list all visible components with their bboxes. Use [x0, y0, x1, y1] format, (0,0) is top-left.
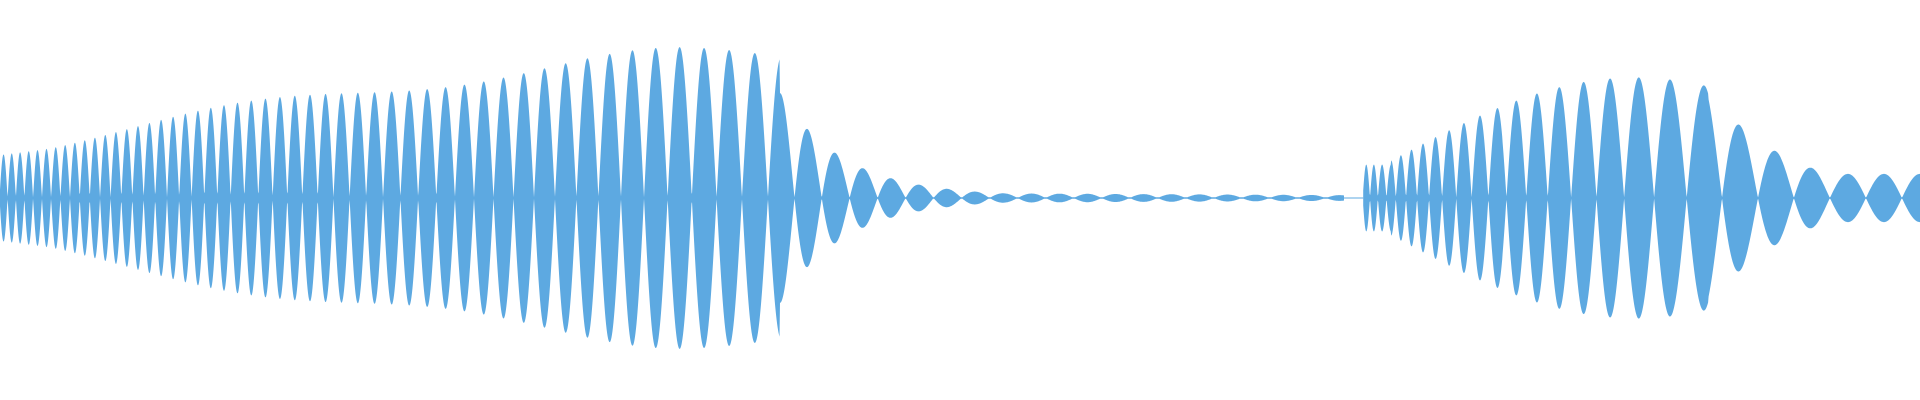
- waveform-first-burst: [0, 47, 1344, 349]
- waveform-second-burst: [1363, 77, 1920, 319]
- waveform-group: [0, 47, 1920, 349]
